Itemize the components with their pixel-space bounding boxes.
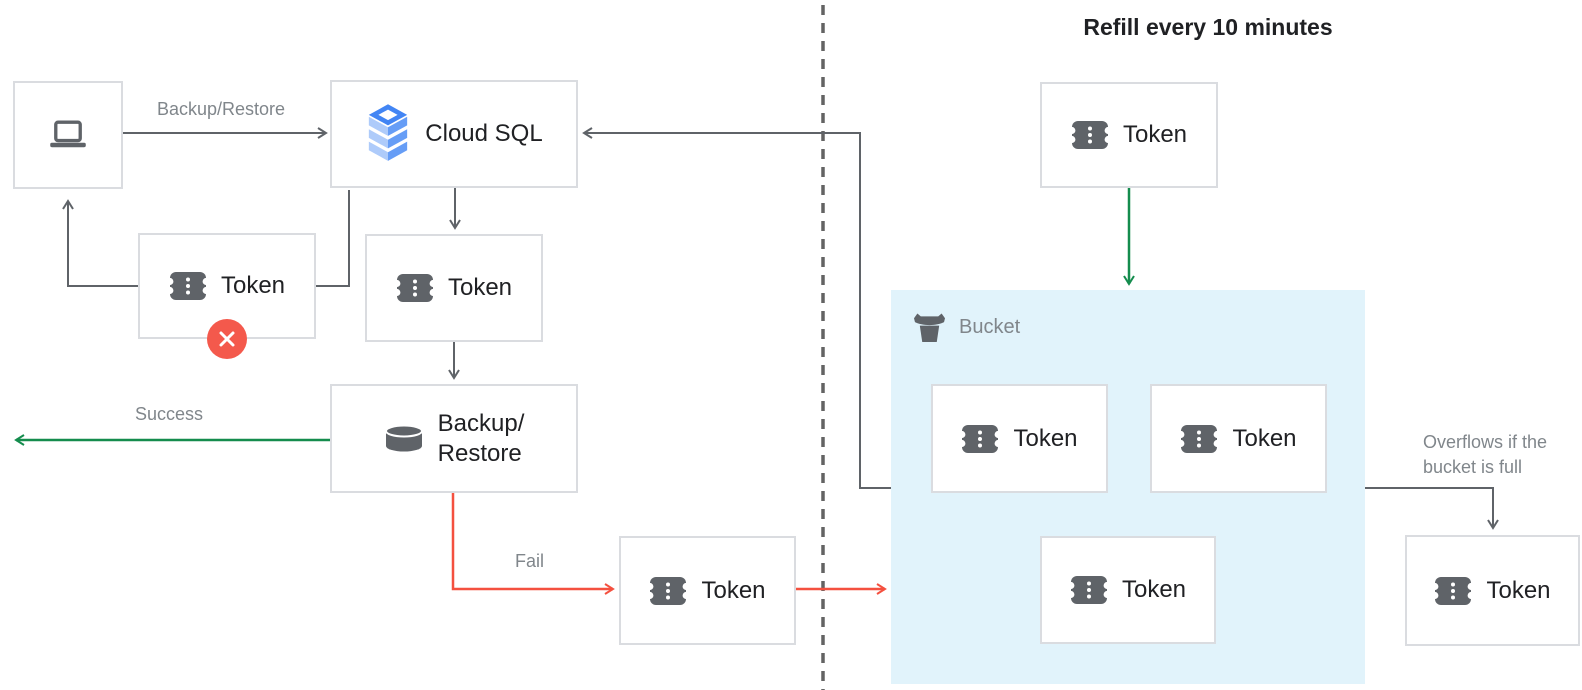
token-node-refill: Token	[1040, 82, 1218, 188]
backup-restore-label: Backup/ Restore	[438, 409, 525, 469]
edge-label-fail: Fail	[515, 551, 545, 571]
x-icon	[217, 329, 237, 349]
edge-fail	[451, 493, 615, 595]
token-label: Token	[1232, 424, 1297, 452]
token-icon	[1180, 424, 1218, 454]
backup-restore-label-line1: Backup/	[437, 409, 525, 437]
backup-restore-label-line2: Restore	[437, 439, 522, 467]
bucket-label: Bucket	[959, 316, 1021, 338]
client-node	[13, 81, 123, 189]
token-node-bucket-2: Token	[1150, 384, 1327, 493]
laptop-icon	[48, 120, 88, 150]
edge-tokenx-to-client	[62, 199, 138, 287]
token-node-bucket-3: Token	[1040, 536, 1216, 644]
token-label: Token	[1486, 576, 1551, 604]
token-label: Token	[701, 576, 766, 604]
cloud-sql-icon	[365, 104, 411, 164]
token-icon	[169, 271, 207, 301]
edge-tokenx-to-cloudsql	[316, 190, 350, 287]
token-node-bucket-1: Token	[931, 384, 1108, 493]
token-icon	[1070, 575, 1108, 605]
token-label: Token	[1013, 424, 1078, 452]
token-icon	[1434, 576, 1472, 606]
token-node-consumed: Token	[365, 234, 543, 342]
token-icon	[961, 424, 999, 454]
database-icon	[384, 424, 424, 454]
token-node-fail: Token	[619, 536, 796, 645]
token-icon	[396, 273, 434, 303]
edge-bucket-to-cloudsql	[582, 127, 891, 489]
bucket-header: Bucket	[912, 312, 1020, 343]
token-label: Token	[447, 274, 513, 301]
token-icon	[1071, 120, 1109, 150]
diagram-title: Refill every 10 minutes	[1083, 14, 1333, 40]
cloud-sql-node: Cloud SQL	[330, 80, 578, 188]
cloud-sql-label: Cloud SQL	[425, 120, 543, 147]
token-label: Token	[1121, 576, 1187, 603]
backup-restore-node: Backup/ Restore	[330, 384, 578, 493]
edge-label-success: Success	[135, 404, 204, 424]
token-label: Token	[1122, 121, 1188, 148]
edge-label-backup-restore: Backup/Restore	[157, 99, 286, 119]
token-icon	[649, 576, 687, 606]
token-label: Token	[220, 272, 286, 299]
edge-label-overflow: Overflows if the bucket is full	[1423, 432, 1548, 477]
token-node-overflow: Token	[1405, 535, 1580, 646]
edge-overflow	[1365, 487, 1499, 530]
bucket-icon	[912, 312, 947, 343]
reject-x-badge	[207, 319, 247, 359]
